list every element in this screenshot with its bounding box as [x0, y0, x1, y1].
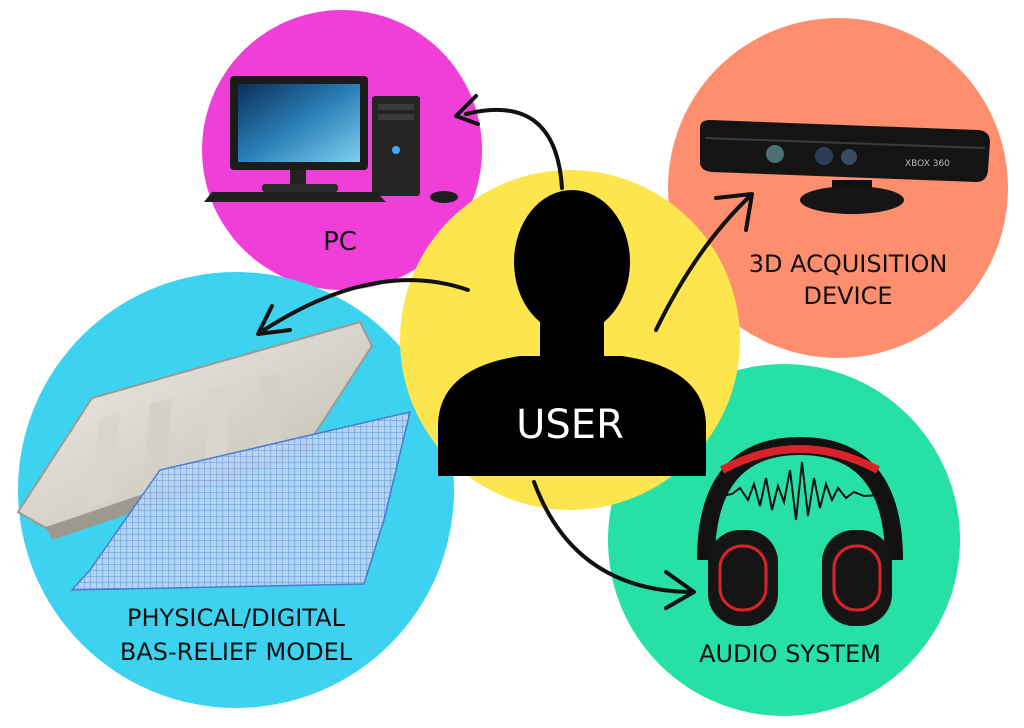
audio-label: AUDIO SYSTEM — [699, 640, 881, 668]
user-label: USER — [516, 402, 624, 448]
acquisition-label-line1: 3D ACQUISITION — [749, 250, 948, 278]
bas-relief-label-line2: BAS-RELIEF MODEL — [120, 638, 353, 666]
bas-relief-label-line1: PHYSICAL/DIGITAL — [127, 604, 346, 632]
kinect-brand-text: XBOX 360 — [905, 159, 950, 169]
acquisition-label-line2: DEVICE — [803, 282, 892, 310]
pc-label: PC — [323, 227, 357, 257]
